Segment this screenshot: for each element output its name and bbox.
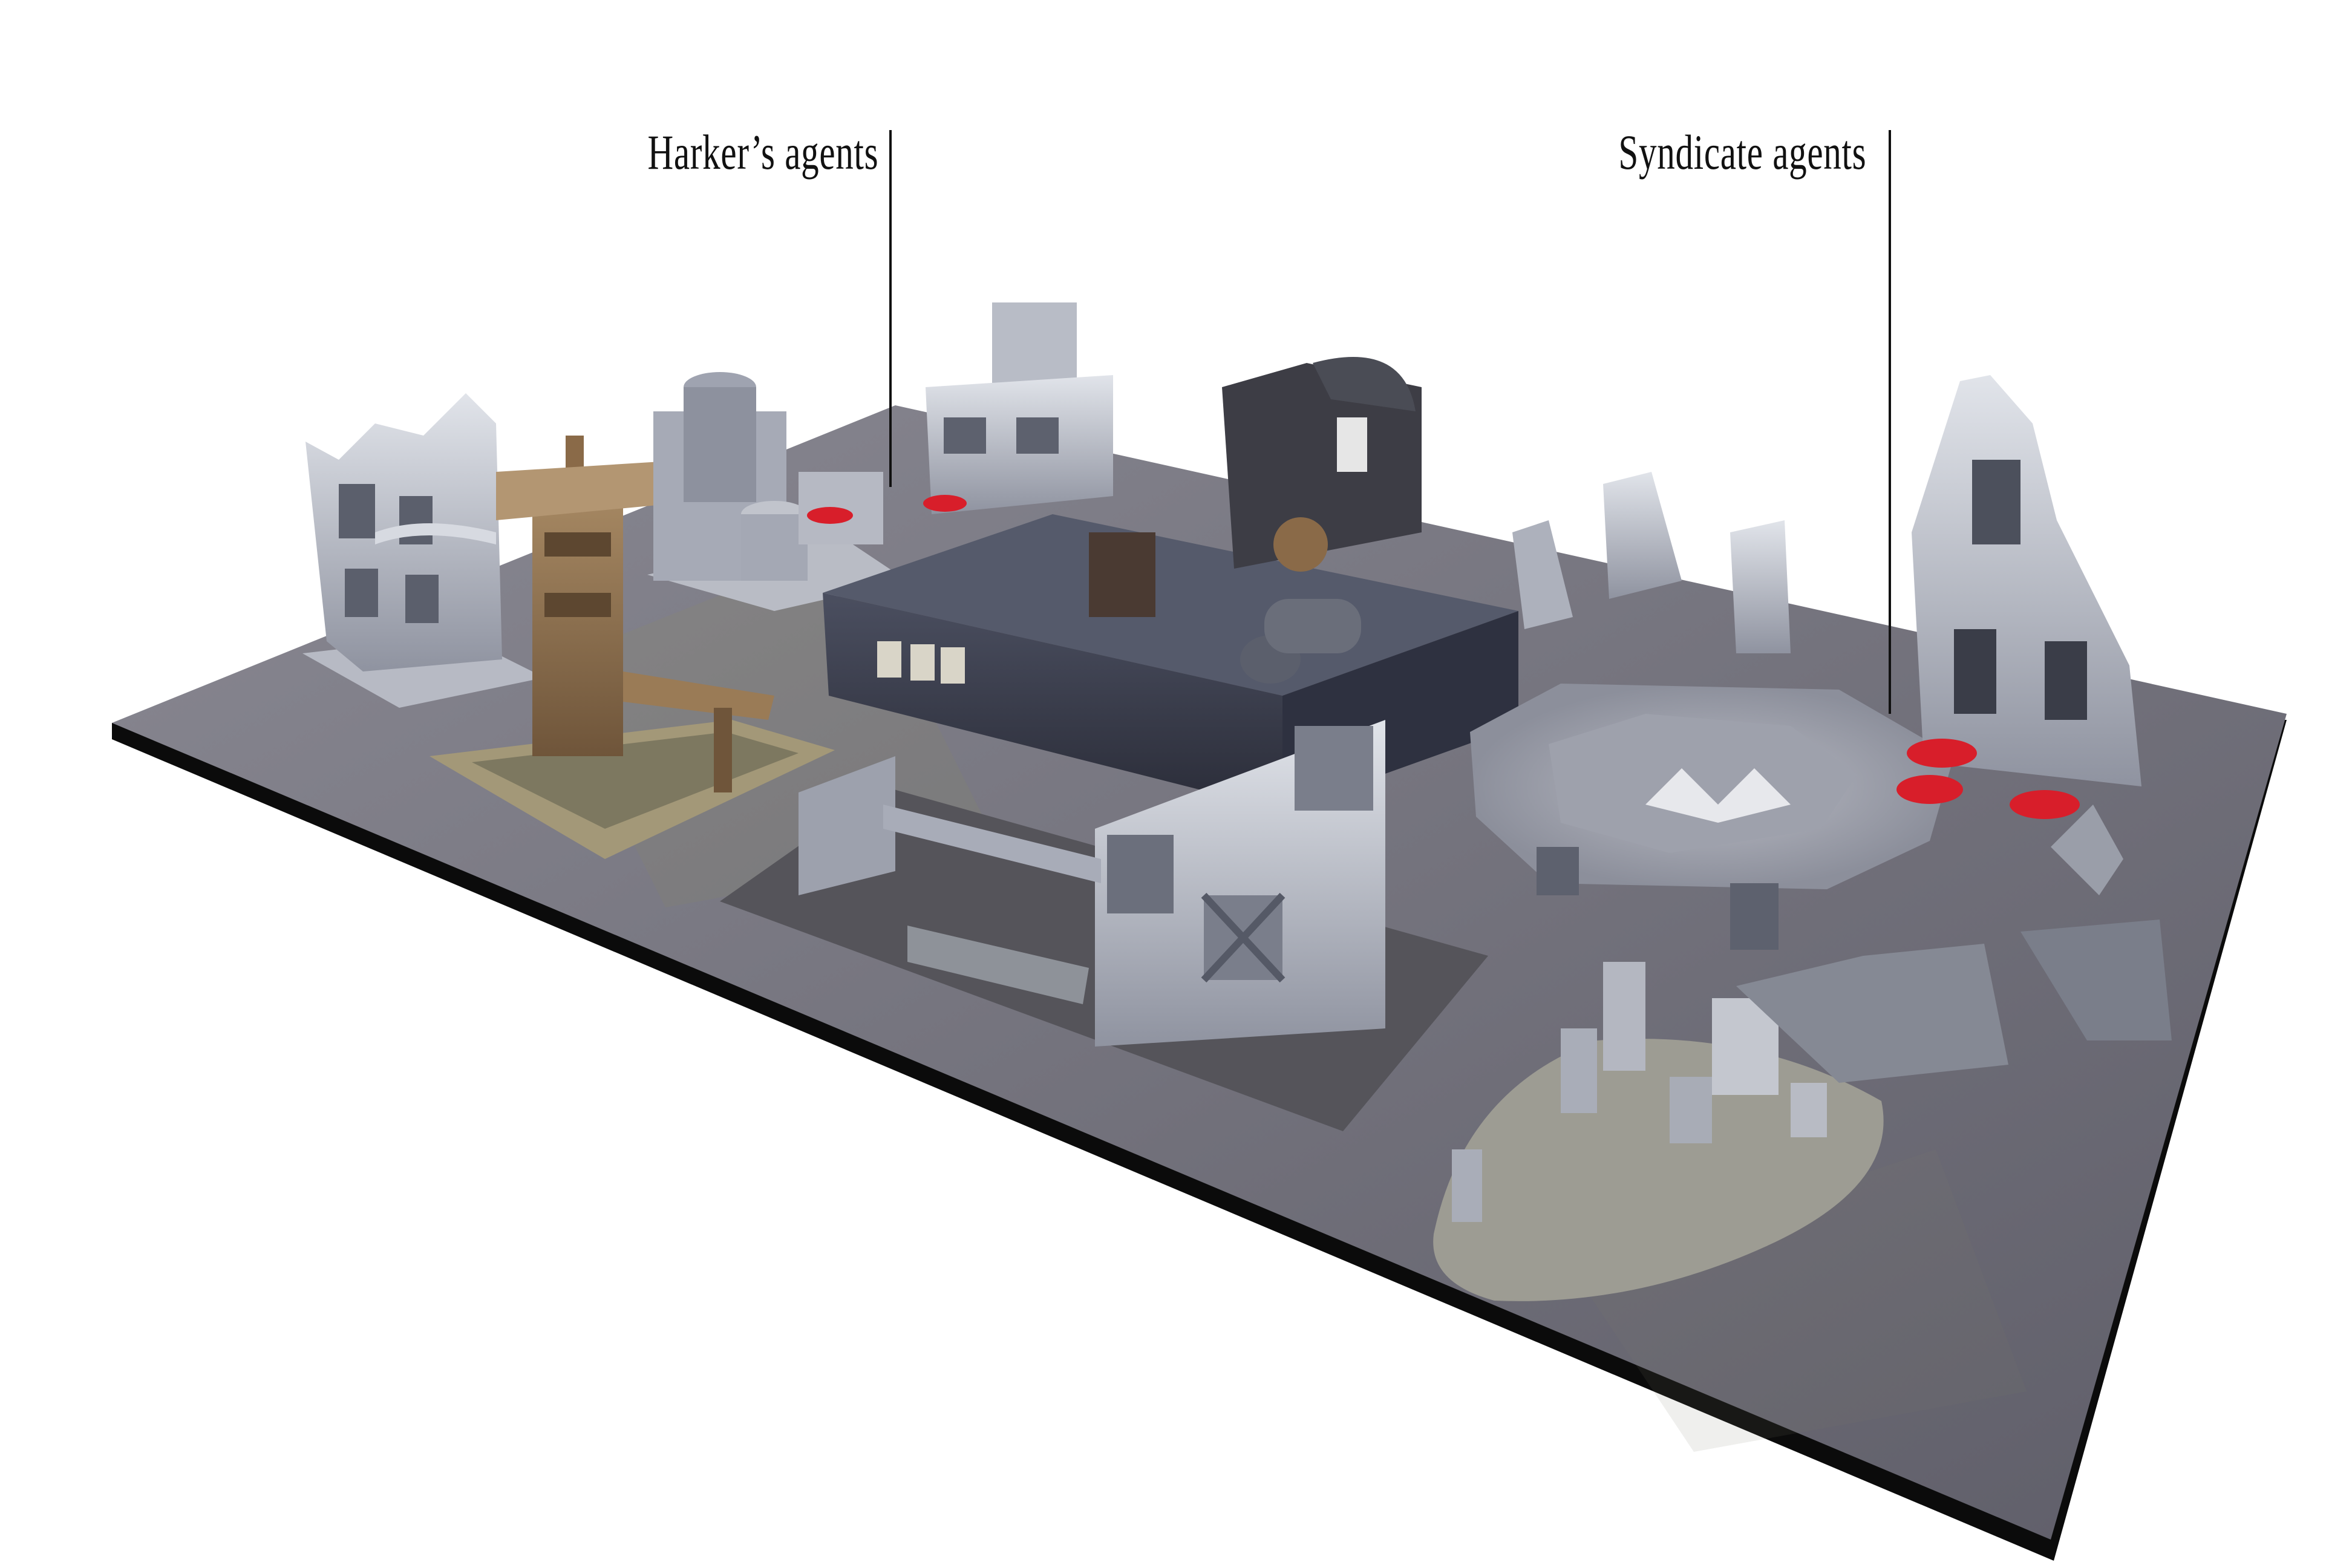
broken-walls-right bbox=[1512, 472, 1791, 653]
harker-agents-label: Harker’s agents bbox=[647, 125, 878, 180]
ruined-tower-left bbox=[302, 393, 544, 708]
deployment-marker bbox=[1896, 775, 1963, 804]
deployment-marker bbox=[807, 507, 853, 524]
scaffold-building bbox=[923, 302, 1113, 514]
rubble-field bbox=[1433, 962, 1884, 1301]
deployment-marker bbox=[2010, 790, 2080, 819]
deployment-marker bbox=[923, 495, 967, 512]
gantry-tower bbox=[430, 436, 835, 859]
crashed-wreckage bbox=[1736, 805, 2172, 1083]
ruined-manufactorum bbox=[720, 720, 1488, 1131]
ruined-chapel bbox=[1896, 375, 2141, 819]
storage-tank-complex bbox=[647, 372, 907, 611]
hexagonal-landing-pad bbox=[1470, 684, 1954, 950]
syndicate-agents-label: Syndicate agents bbox=[1618, 125, 1866, 180]
deployment-marker bbox=[1907, 739, 1977, 768]
